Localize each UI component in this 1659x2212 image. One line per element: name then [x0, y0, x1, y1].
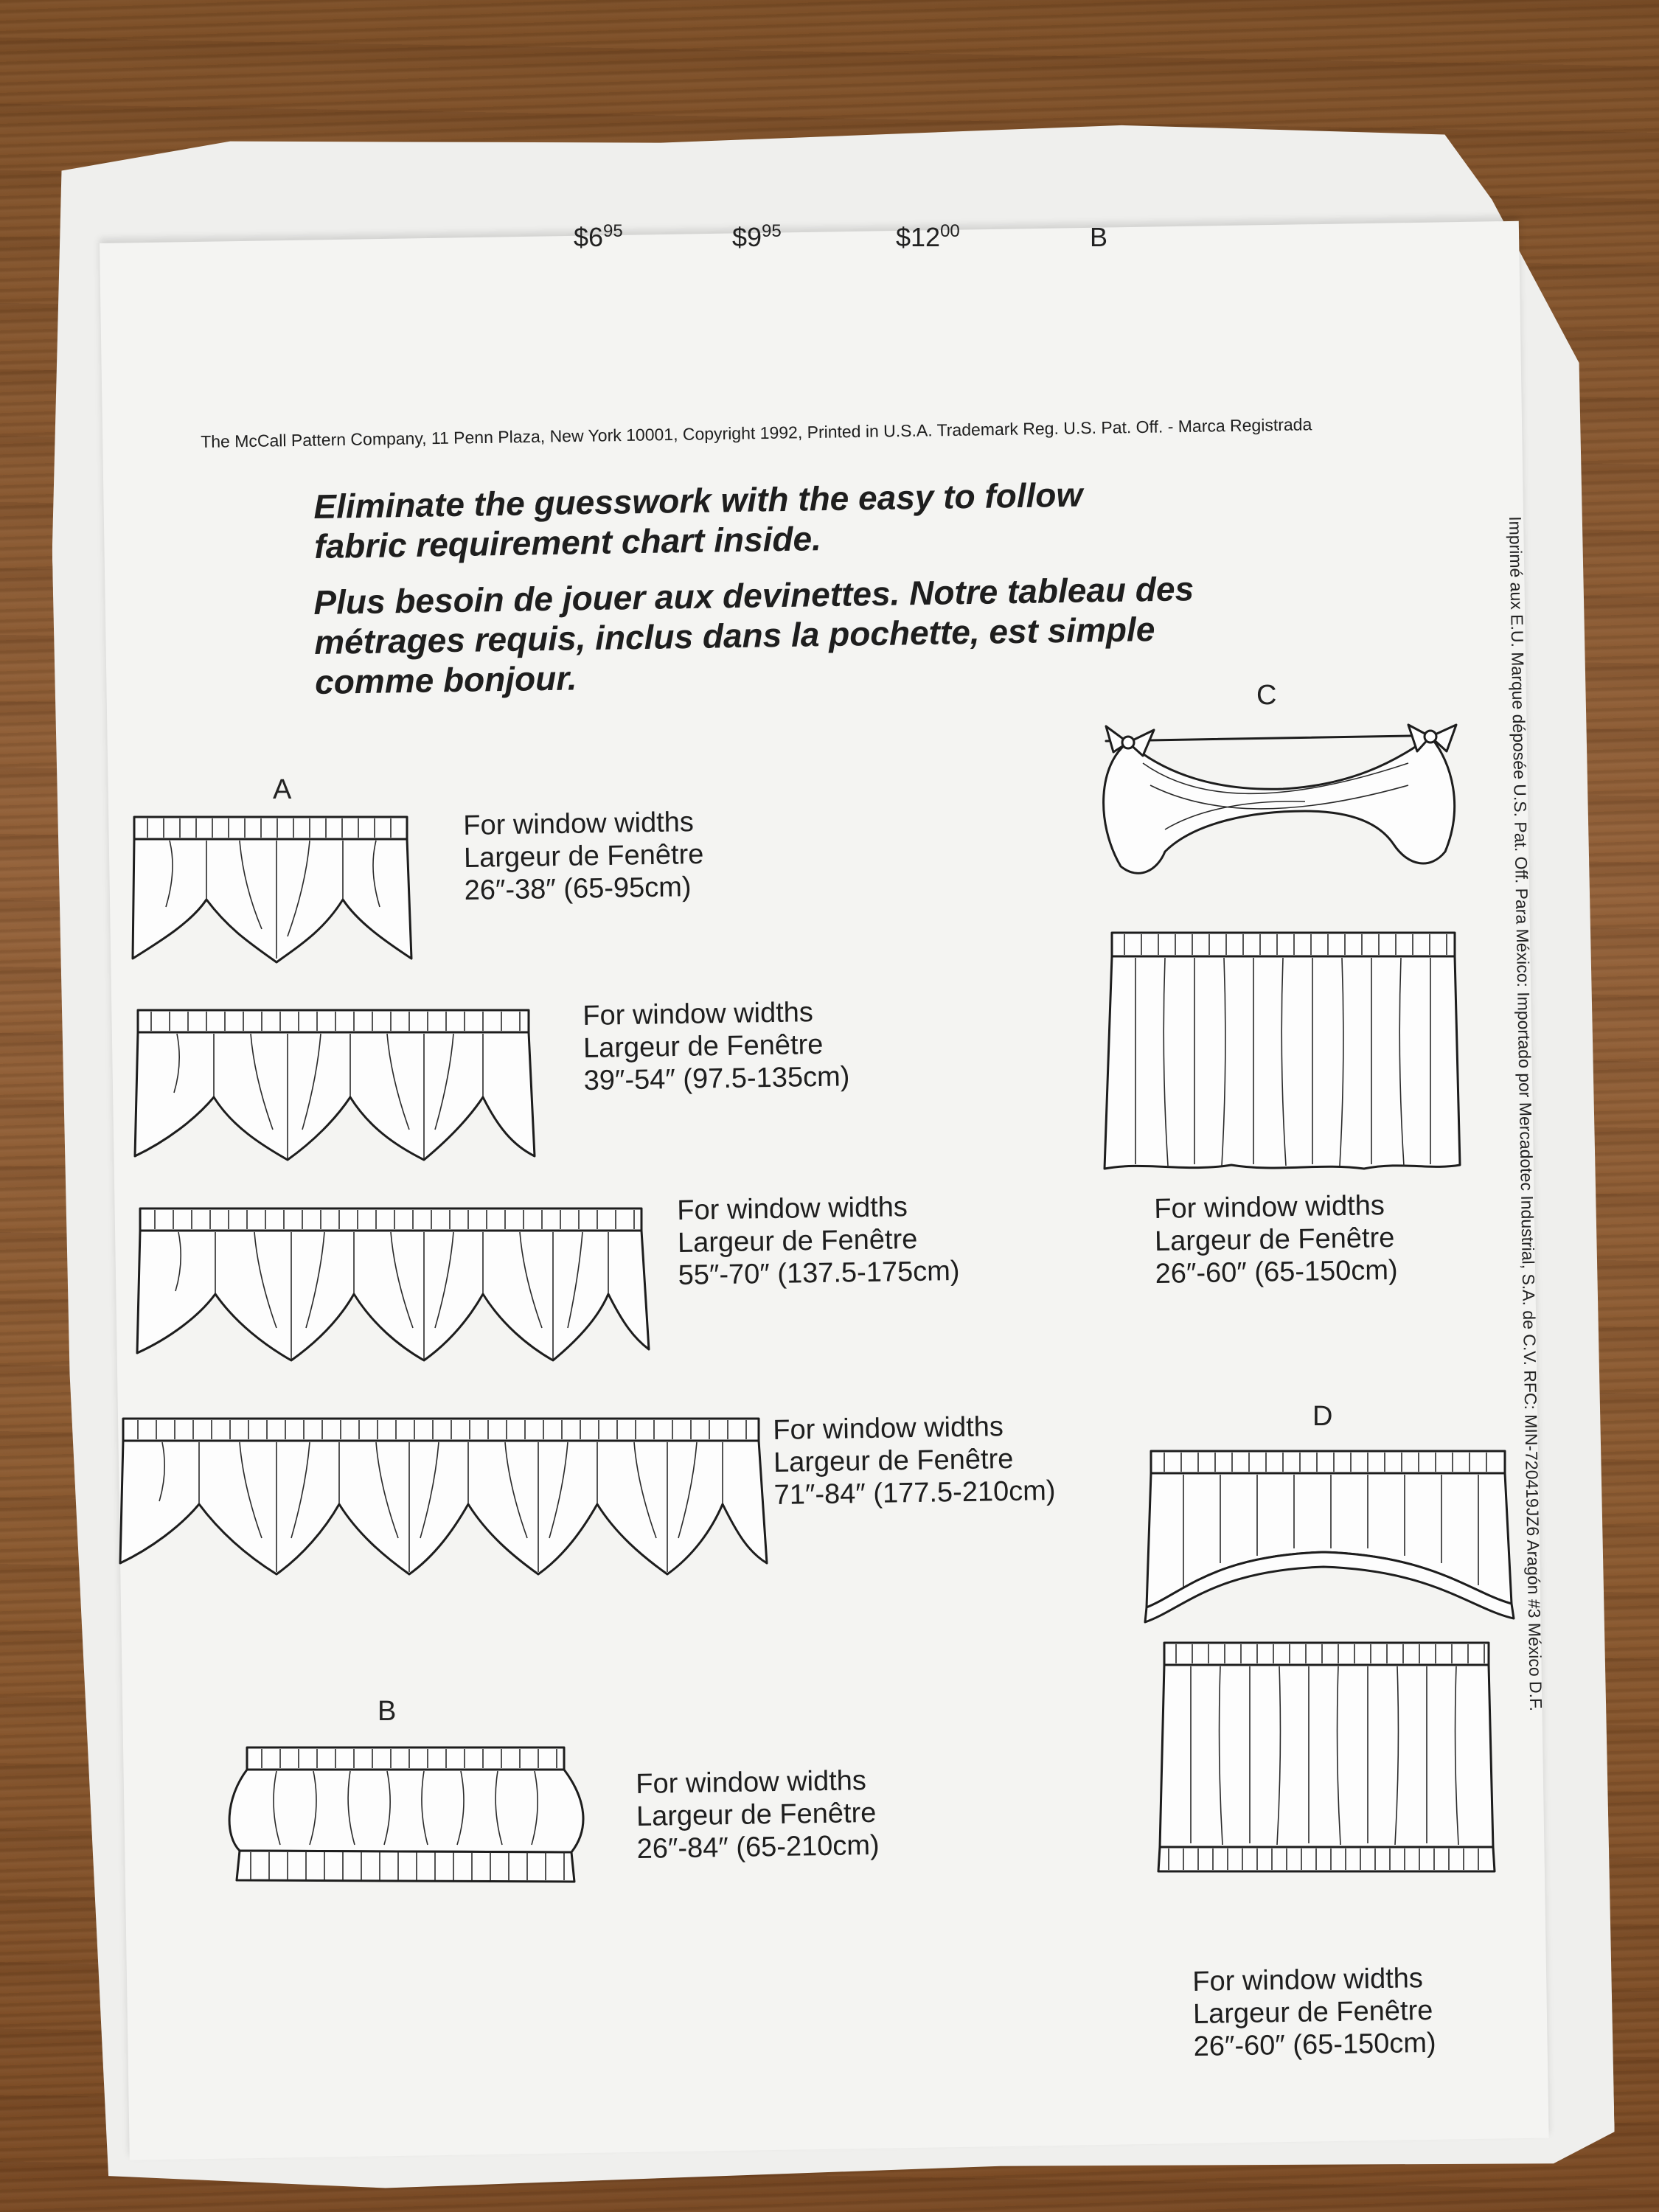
view-label-b: B: [378, 1696, 397, 1727]
swag-valance-c-illustration: [1102, 723, 1458, 874]
ruffled-tier-d-illustration: [1157, 1641, 1496, 1873]
headline-english: Eliminate the guesswork with the easy to…: [313, 475, 1083, 566]
valance-a-medium-illustration: [133, 1009, 536, 1161]
valance-a-small-illustration: [131, 815, 413, 964]
valance-a-large-illustration: [136, 1207, 650, 1362]
price-3: $1200: [896, 221, 960, 252]
price-1: $695: [574, 221, 623, 252]
price-2: $995: [732, 221, 782, 252]
view-label-a: A: [273, 774, 292, 805]
tier-curtain-c-illustration: [1103, 931, 1461, 1170]
ruffled-valance-d-illustration: [1144, 1450, 1515, 1624]
valance-a-extra-large-illustration: [119, 1417, 768, 1576]
price-code: B: [1090, 222, 1108, 252]
view-label-d: D: [1312, 1401, 1333, 1432]
view-label-c: C: [1256, 680, 1277, 711]
headline-french: Plus besoin de jouer aux devinettes. Not…: [313, 568, 1195, 702]
balloon-valance-b-illustration: [228, 1746, 585, 1883]
